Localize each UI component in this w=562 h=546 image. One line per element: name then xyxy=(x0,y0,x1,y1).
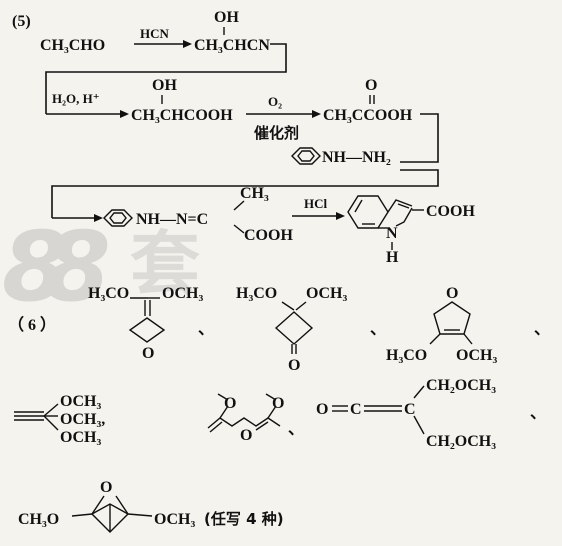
reagent-hydrolysis: H₂O, H⁺ xyxy=(52,91,100,106)
s6-bond-top xyxy=(413,385,425,399)
benzene-ring-1 xyxy=(291,147,321,165)
s3-ring xyxy=(433,301,471,335)
s3-ring-o: O xyxy=(446,285,458,302)
s5-o3-me xyxy=(265,393,277,401)
methyl-bond xyxy=(233,200,245,211)
s5-o1-bond xyxy=(219,405,229,419)
benzene-inner-2 xyxy=(109,212,127,224)
s6-top: CH₂OCH₃ xyxy=(426,377,496,394)
sep-1: 、 xyxy=(198,321,214,338)
s7-bridge-b xyxy=(115,495,129,515)
benzene-inner-1 xyxy=(297,150,315,162)
sep-3: 、 xyxy=(534,321,550,338)
s5-o2: O xyxy=(240,427,252,444)
s4-mid: OCH₃, xyxy=(60,411,105,428)
lactic-acid: CH₃CHCOOH xyxy=(131,107,233,124)
hydrazone-methyl: CH₃ xyxy=(240,185,269,202)
s7-left: CH₃O xyxy=(18,511,59,528)
part5-label: (5) xyxy=(12,13,31,30)
s6-bottom: CH₂OCH₃ xyxy=(426,433,496,450)
s7-bridge-a xyxy=(91,495,105,515)
indole-pyrrole-bottom xyxy=(395,207,413,227)
indole-benzene xyxy=(347,195,389,229)
s5-o3-bond xyxy=(267,405,277,419)
s6-bond-bot xyxy=(413,415,425,435)
connector-3 xyxy=(51,169,439,218)
s1-left: H₃CO xyxy=(88,285,129,302)
connector-2 xyxy=(400,113,439,163)
cyanohydrin: CH₃CHCN xyxy=(194,37,270,54)
s1-right: OCH₃ xyxy=(162,285,203,302)
arrowhead-4 xyxy=(94,214,103,222)
acetaldehyde: CH₃CHO xyxy=(40,37,105,54)
watermark-char: 套 xyxy=(130,223,200,305)
indole-n: N xyxy=(386,225,398,242)
sep-4: 、 xyxy=(288,421,304,438)
s3-bond-a xyxy=(429,333,441,345)
hydrazone-cooh: COOH xyxy=(244,227,293,244)
arrowhead-1 xyxy=(183,40,192,48)
indole-h: H xyxy=(386,249,399,266)
s7-left-bond xyxy=(71,513,93,517)
s2-ring xyxy=(274,311,314,345)
s7-ring xyxy=(90,503,130,533)
connector-1 xyxy=(45,43,287,114)
hydrazone-chain: NH—N=C xyxy=(136,211,208,228)
s1-ring xyxy=(128,317,166,343)
sep-5: 、 xyxy=(530,405,546,422)
s6-o: O xyxy=(316,401,328,418)
s2-bond-b xyxy=(295,301,307,311)
sep-2: 、 xyxy=(370,321,386,338)
watermark-digit-2: 8 xyxy=(44,211,111,323)
s7-bridge-o: O xyxy=(100,479,112,496)
indole-db-3 xyxy=(397,203,410,209)
carbonyl-o: O xyxy=(365,77,377,94)
catalyst-label: 催化剂 xyxy=(254,124,299,142)
s4-bot: OCH₃ xyxy=(60,429,101,446)
benzene-ring-2 xyxy=(103,209,133,227)
s6-c: C xyxy=(350,401,362,418)
indole-cooh: COOH xyxy=(426,203,475,220)
indole-pyrrole-top xyxy=(387,199,413,213)
phenylhydrazine: NH—NH₂ xyxy=(322,149,391,166)
s5-o1-me xyxy=(217,393,229,401)
oh-1: OH xyxy=(214,9,239,26)
s3-bond-b xyxy=(463,333,473,345)
indole-db-1 xyxy=(354,199,363,213)
s4-top: OCH₃ xyxy=(60,393,101,410)
s5-o3: O xyxy=(272,395,284,412)
arrowhead-5 xyxy=(336,212,345,220)
cooh-bond xyxy=(233,224,245,234)
pyruvic-acid: CH₃CCOOH xyxy=(323,107,413,124)
s3-left: H₃CO xyxy=(386,347,427,364)
s3-right: OCH₃ xyxy=(456,347,497,364)
s6-c2: C xyxy=(404,401,416,418)
part6-label: （ 6 ） xyxy=(8,316,56,334)
s5-db-right xyxy=(255,421,269,431)
reagent-o2: O₂ xyxy=(268,94,282,109)
s5-db-left xyxy=(209,421,223,433)
arrowhead-3 xyxy=(312,110,321,118)
s2-bond-a xyxy=(281,301,295,311)
s4-bond-top xyxy=(43,403,59,417)
s7-right-bond xyxy=(127,513,153,517)
watermark-digit: 8 xyxy=(2,211,69,323)
oh-2: OH xyxy=(152,77,177,94)
s7-right: OCH₃ xyxy=(154,511,195,528)
reagent-hcn: HCN xyxy=(140,26,170,41)
s2-right: OCH₃ xyxy=(306,285,347,302)
s4-bond-bot xyxy=(43,415,59,431)
s2-ketone-o: O xyxy=(288,357,300,374)
s2-left: H₃CO xyxy=(236,285,277,302)
s5-o1: O xyxy=(224,395,236,412)
s7-note: (任写 4 种) xyxy=(204,510,284,528)
arrowhead-2 xyxy=(120,110,129,118)
s1-ring-o: O xyxy=(142,345,154,362)
reagent-hcl: HCl xyxy=(304,196,328,211)
